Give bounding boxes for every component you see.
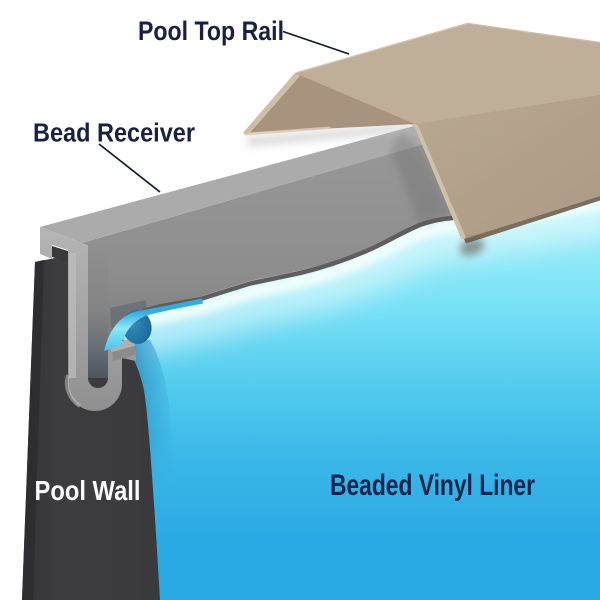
svg-text:Bead Receiver: Bead Receiver — [33, 120, 195, 148]
svg-text:Beaded Vinyl Liner: Beaded Vinyl Liner — [330, 469, 535, 502]
svg-text:Pool Wall: Pool Wall — [35, 475, 141, 506]
svg-text:Pool Top Rail: Pool Top Rail — [138, 16, 284, 46]
